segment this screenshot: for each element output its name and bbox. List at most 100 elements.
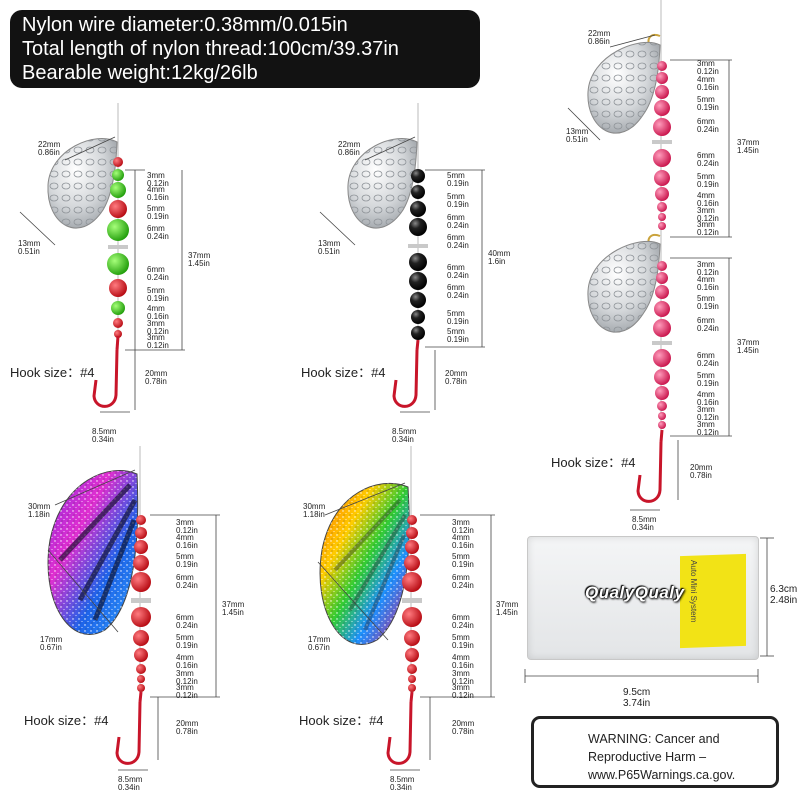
warning-heading: WARNING xyxy=(588,732,648,746)
lure-4 xyxy=(47,446,151,765)
insert-text: Auto Mini System xyxy=(689,560,698,623)
prop65-warning-box xyxy=(531,716,779,788)
hook-size-label-2: Hook size：#4 xyxy=(301,365,386,380)
lure-3 xyxy=(587,0,672,503)
warning-line-2: Reproductive Harm – xyxy=(588,750,707,764)
treble-hook-icon xyxy=(92,349,119,408)
lure-5 xyxy=(319,446,422,765)
hook-size-label-5: Hook size：#4 xyxy=(299,713,384,728)
treble-hook-icon xyxy=(115,701,142,765)
dimension-lines xyxy=(19,34,774,771)
treble-hook-icon xyxy=(636,441,663,503)
lure-1 xyxy=(47,103,129,408)
warning-line-3: www.P65Warnings.ca.gov. xyxy=(588,768,736,782)
hook-size-label-3: Hook size：#4 xyxy=(551,455,636,470)
lure-2 xyxy=(347,103,428,408)
brand-logo: QualyQualy xyxy=(585,583,685,602)
hook-size-label-1: Hook size：#4 xyxy=(10,365,95,380)
spec-wire-diameter: Nylon wire diameter:0.38mm/0.015in xyxy=(22,14,348,36)
spec-thread-length: Total length of nylon thread:100cm/39.37… xyxy=(22,38,399,60)
warning-text: WARNING: Cancer and Reproductive Harm – … xyxy=(588,730,735,784)
spec-bearable-weight: Bearable weight:12kg/26lb xyxy=(22,62,258,84)
hook-size-label-4: Hook size：#4 xyxy=(24,713,109,728)
treble-hook-icon xyxy=(392,349,419,408)
treble-hook-icon xyxy=(386,701,413,765)
spec-panel: Nylon wire diameter:0.38mm/0.015in Total… xyxy=(10,10,480,88)
